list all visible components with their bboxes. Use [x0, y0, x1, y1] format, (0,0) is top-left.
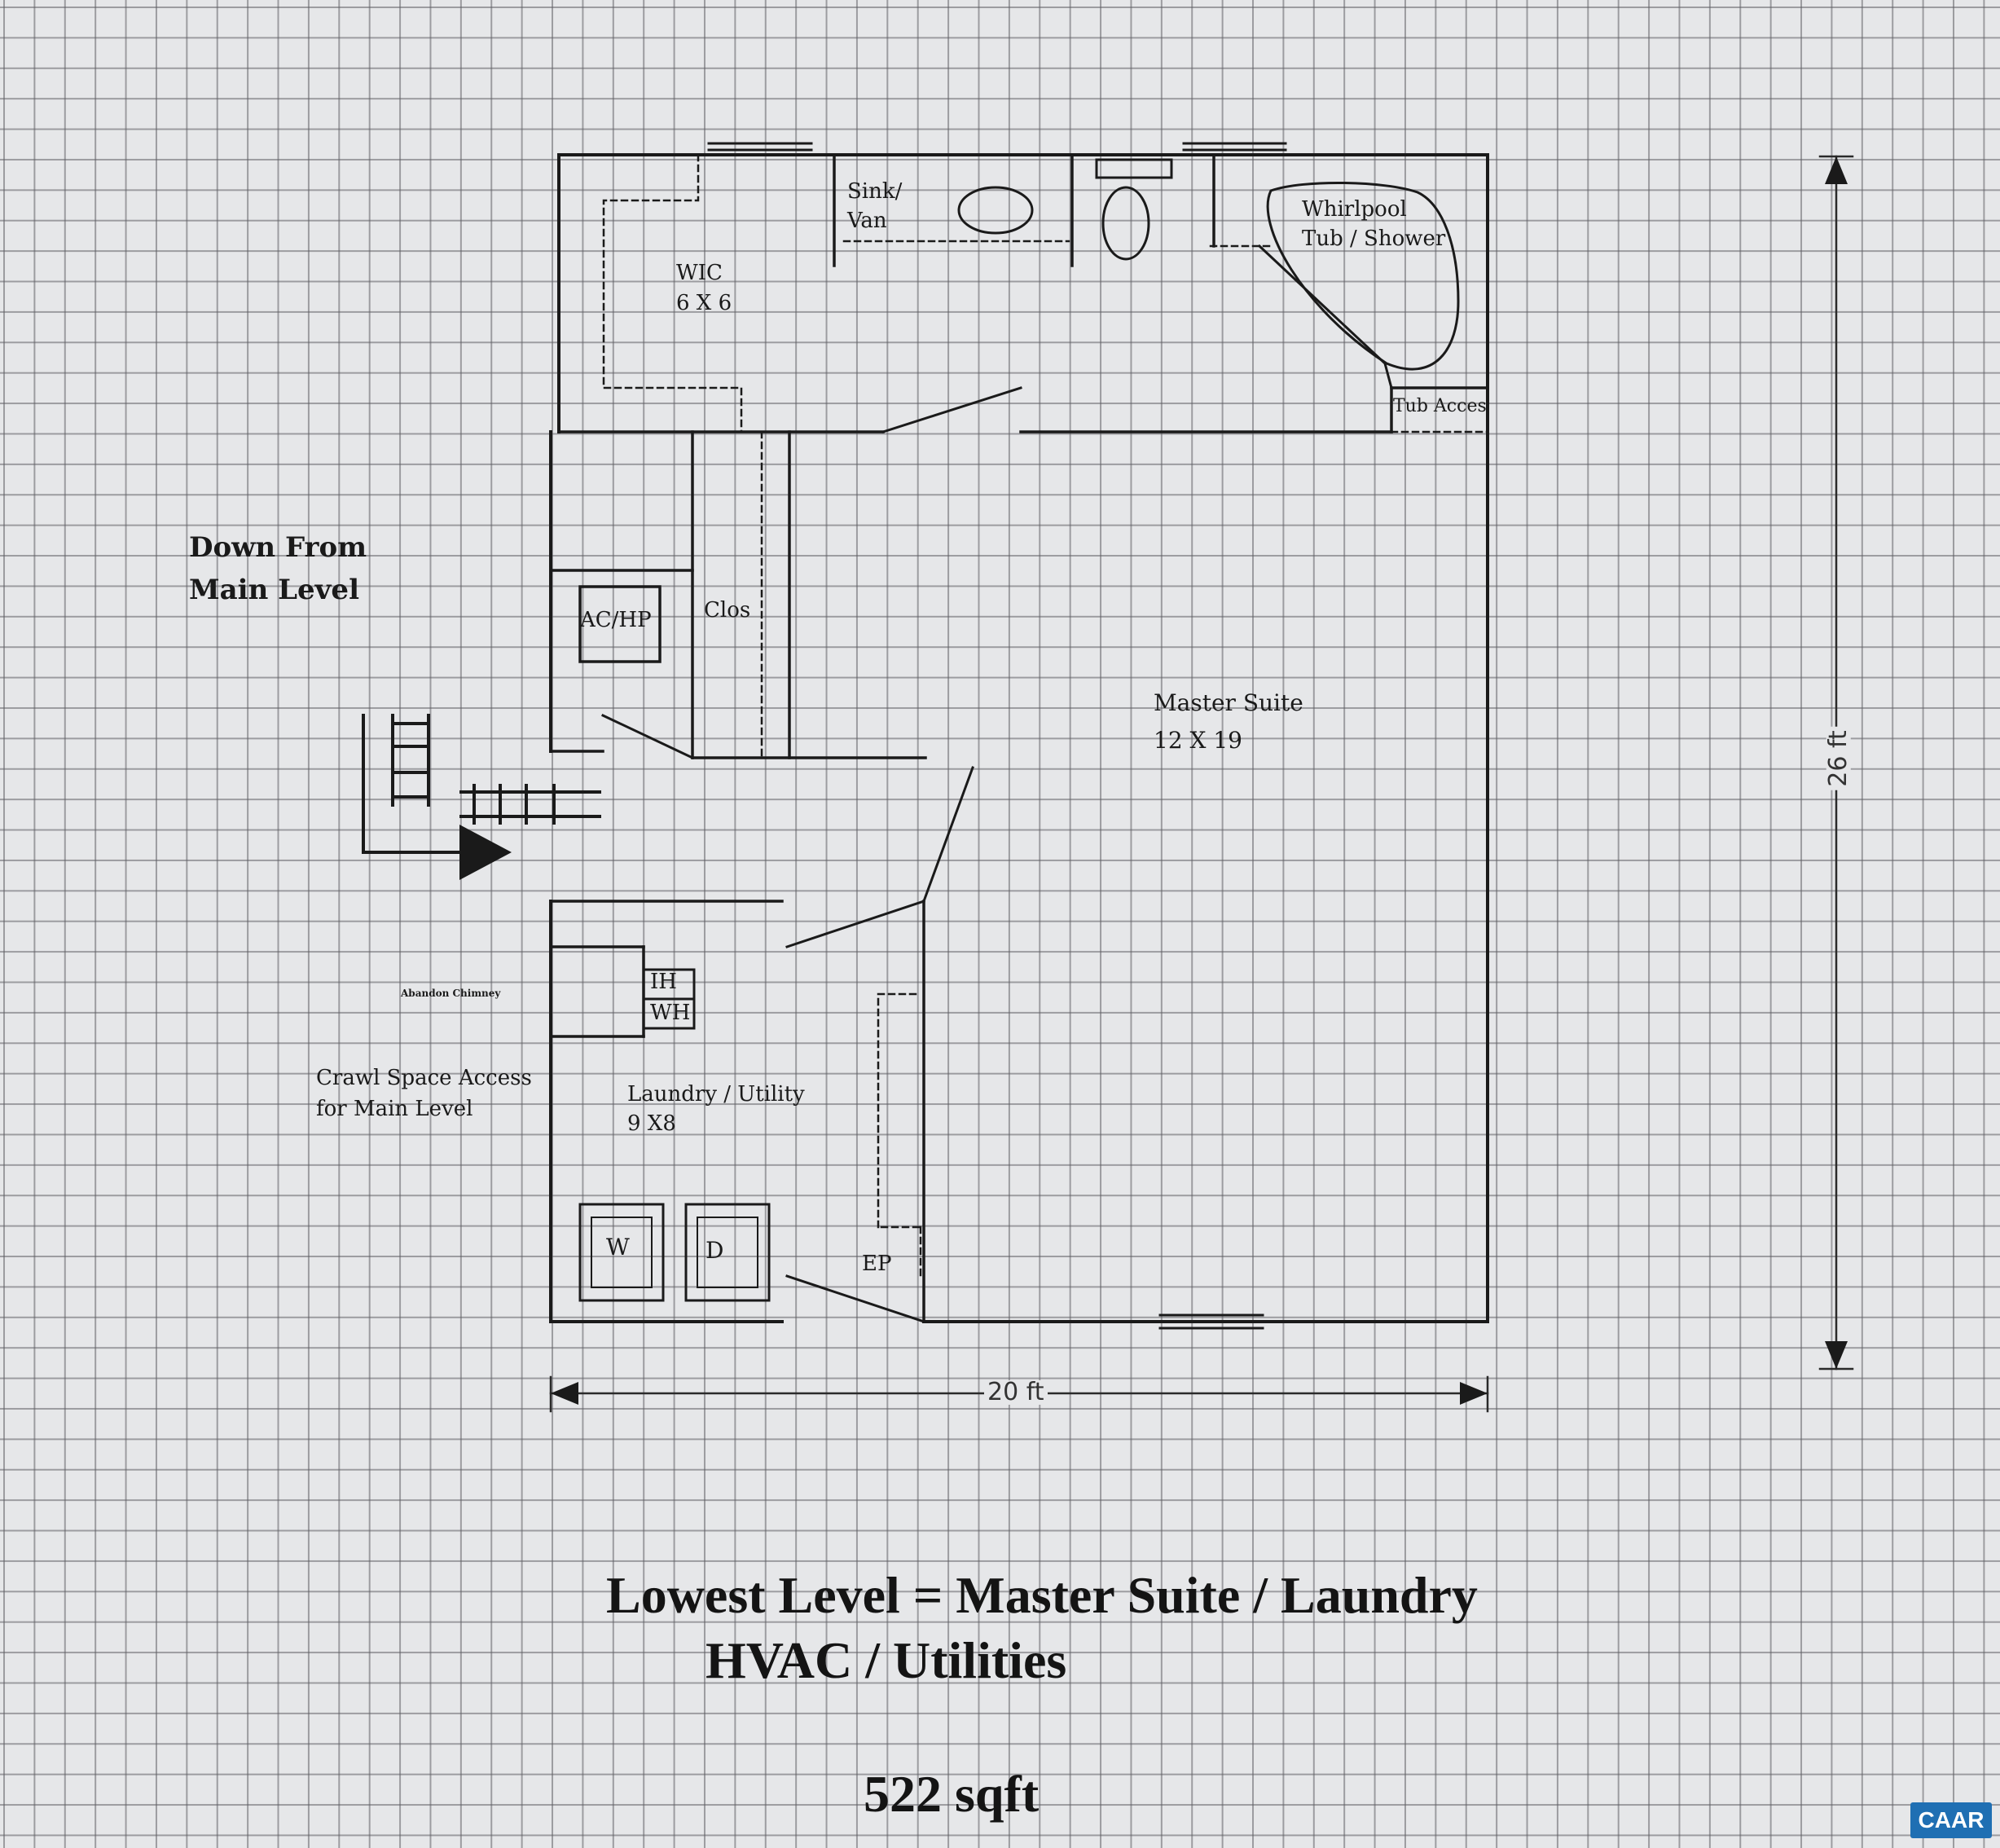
master-suite-label: Master Suite	[1154, 689, 1303, 716]
dashed-lines	[549, 153, 1489, 1281]
tub-access-label: Tub Acces	[1393, 396, 1487, 416]
fixtures	[578, 158, 1460, 1302]
stairs-label-line1: Down From	[189, 531, 367, 564]
dryer-label: D	[705, 1237, 724, 1264]
sink-label-line2: Van	[847, 209, 887, 233]
master-suite-size-label: 12 X 19	[1154, 727, 1242, 754]
caar-logo: CAAR	[1910, 1802, 1992, 1838]
wh-label: WH	[650, 1001, 691, 1025]
height-dimension-label: 26 ft	[1824, 727, 1853, 790]
wic-label: WIC	[676, 261, 723, 285]
caption-title-line2: HVAC / Utilities	[705, 1631, 1067, 1689]
wic-size-label: 6 X 6	[676, 291, 732, 315]
dimension-arrowhead-bottom-icon	[1825, 1341, 1848, 1369]
closet-label: Clos	[704, 598, 751, 623]
windows	[707, 142, 1287, 1330]
ac-hp-label: AC/HP	[580, 608, 652, 632]
interior-walls	[549, 153, 1489, 1323]
caption-title-line1: Lowest Level = Master Suite / Laundry	[606, 1566, 1478, 1624]
width-dimension-label: 20 ft	[984, 1380, 1048, 1405]
crawl-space-label-line1: Crawl Space Access	[316, 1066, 532, 1090]
laundry-label: Laundry / Utility	[627, 1082, 805, 1107]
dimension-lines	[549, 155, 1854, 1413]
sink-label-line1: Sink/	[847, 179, 903, 204]
washer-label: W	[606, 1234, 630, 1261]
laundry-size-label: 9 X8	[627, 1111, 676, 1136]
door-swings	[601, 386, 1022, 1323]
stair-direction-arrow-icon	[459, 825, 512, 880]
stairs	[362, 714, 601, 854]
crawl-space-label-line2: for Main Level	[316, 1097, 473, 1121]
square-footage-label: 522 sqft	[864, 1765, 1040, 1823]
ep-label: EP	[862, 1252, 892, 1276]
stairs-label-line2: Main Level	[189, 574, 359, 606]
ih-label: IH	[650, 970, 677, 994]
dimension-arrowhead-left-icon	[551, 1382, 578, 1405]
dimension-arrowhead-right-icon	[1460, 1382, 1488, 1405]
dimension-arrowhead-top-icon	[1825, 156, 1848, 184]
exterior-walls	[549, 153, 1489, 1323]
whirlpool-label-line1: Whirlpool	[1302, 197, 1407, 222]
whirlpool-label-line2: Tub / Shower	[1302, 227, 1446, 251]
chimney-label: Abandon Chimney	[401, 988, 501, 999]
